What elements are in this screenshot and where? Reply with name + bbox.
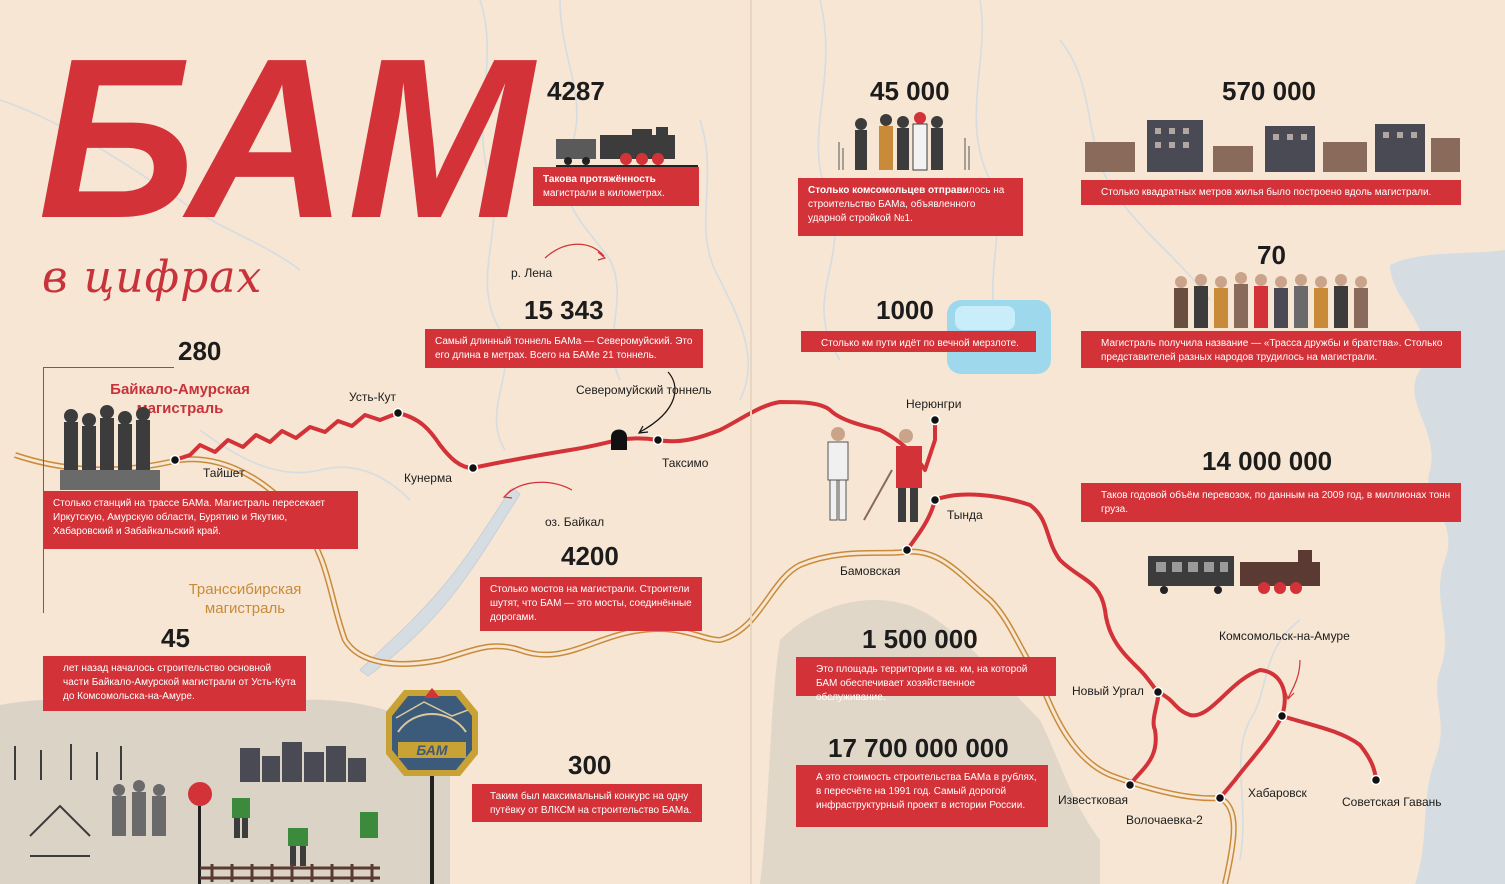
label-taishet: Тайшет xyxy=(203,466,245,480)
stat-box-competition: Таким был максимальный конкурс на одну п… xyxy=(472,784,702,822)
label-taksimo: Таксимо xyxy=(662,456,709,470)
transsib-label: Транссибирская магистраль xyxy=(188,581,302,617)
stat-box-cost: А это стоимость строительства БАМа в руб… xyxy=(796,765,1048,827)
label-khabarovsk: Хабаровск xyxy=(1248,786,1307,800)
label-severomuysky: Северомуйский тоннель xyxy=(576,383,712,397)
bam-line xyxy=(174,400,1378,800)
buildings-icon xyxy=(1085,120,1460,172)
bam-label: Байкало-Амурская магистраль xyxy=(110,381,250,417)
label-sovetskaya: Советская Гавань xyxy=(1342,795,1442,809)
stat-box-stations: Столько станций на трассе БАМа. Магистра… xyxy=(43,491,358,549)
stat-number-tunnel: 15 343 xyxy=(524,295,604,325)
stat-box-freight: Таков годовой объём перевозок, по данным… xyxy=(1081,483,1461,522)
stat-box-housing: Столько квадратных метров жилья было пос… xyxy=(1081,180,1461,205)
stat-number-permafrost: 1000 xyxy=(876,295,934,325)
locomotive-icon xyxy=(556,127,698,167)
sea-shape xyxy=(1390,250,1505,884)
label-bamovskaya: Бамовская xyxy=(840,564,901,578)
tunnel-icon xyxy=(611,429,627,450)
stat-box-komsomol: Столько комсомольцев отправилось на стро… xyxy=(798,178,1023,236)
stat-number-stations: 280 xyxy=(178,336,222,366)
construction-scene-icon xyxy=(14,742,380,884)
stat-box-peoples: Магистраль получила название — «Трасса д… xyxy=(1081,331,1461,368)
stat-box-permafrost: Столько км пути идёт по вечной мерзлоте. xyxy=(801,331,1036,352)
stat-number-peoples: 70 xyxy=(1257,240,1286,270)
label-izvestkovaya: Известковая xyxy=(1058,793,1129,807)
stat-number-freight: 14 000 000 xyxy=(1202,446,1333,476)
subtitle: в цифрах xyxy=(42,252,263,303)
stat-number-competition: 300 xyxy=(568,750,612,780)
stat-box-length: Такова протяжённость магистрали в киломе… xyxy=(533,167,699,206)
stat-number-bridges: 4200 xyxy=(561,541,619,571)
label-novy-urgal: Новый Ургал xyxy=(1072,684,1144,698)
workers-icon xyxy=(827,427,922,522)
label-ust-kut: Усть-Кут xyxy=(349,390,397,404)
komsomol-group-icon xyxy=(838,112,970,171)
stat-number-housing: 570 000 xyxy=(1222,76,1316,106)
train-icon xyxy=(1148,550,1320,594)
label-tynda: Тында xyxy=(947,508,983,522)
stat-box-area: Это площадь территории в кв. км, на кото… xyxy=(796,657,1056,703)
emblem-text: БАМ xyxy=(416,742,447,758)
stations-bracket xyxy=(43,367,174,613)
stat-box-tunnel: Самый длинный тоннель БАМа — Северомуйск… xyxy=(425,329,703,368)
land-shape-left xyxy=(0,698,450,884)
stat-box-years: лет назад началось строительство основно… xyxy=(43,656,306,711)
stat-number-area: 1 500 000 xyxy=(862,624,978,654)
label-neryungri: Нерюнгри xyxy=(906,397,962,411)
bam-emblem-sign: БАМ xyxy=(386,688,478,884)
stat-box-bridges: Столько мостов на магистрали. Строители … xyxy=(480,577,702,631)
label-volochaevka: Волочаевка-2 xyxy=(1126,813,1203,827)
stat-number-years: 45 xyxy=(161,623,190,653)
label-komsomolsk: Комсомольск-на-Амуре xyxy=(1219,629,1350,643)
lake-baikal xyxy=(359,487,521,677)
stat-number-cost: 17 700 000 000 xyxy=(828,733,1009,763)
page-fold xyxy=(750,0,752,884)
label-kunerma: Кунерма xyxy=(404,471,452,485)
monument-icon xyxy=(60,405,160,490)
label-baikal: оз. Байкал xyxy=(545,515,605,529)
title-bam: БАМ xyxy=(38,22,537,232)
peoples-group-icon xyxy=(1174,272,1368,328)
stat-number-komsomol: 45 000 xyxy=(870,76,950,106)
stat-number-length: 4287 xyxy=(547,76,605,106)
label-lena: р. Лена xyxy=(511,266,553,280)
svg-text:БАМ: БАМ xyxy=(38,22,537,232)
